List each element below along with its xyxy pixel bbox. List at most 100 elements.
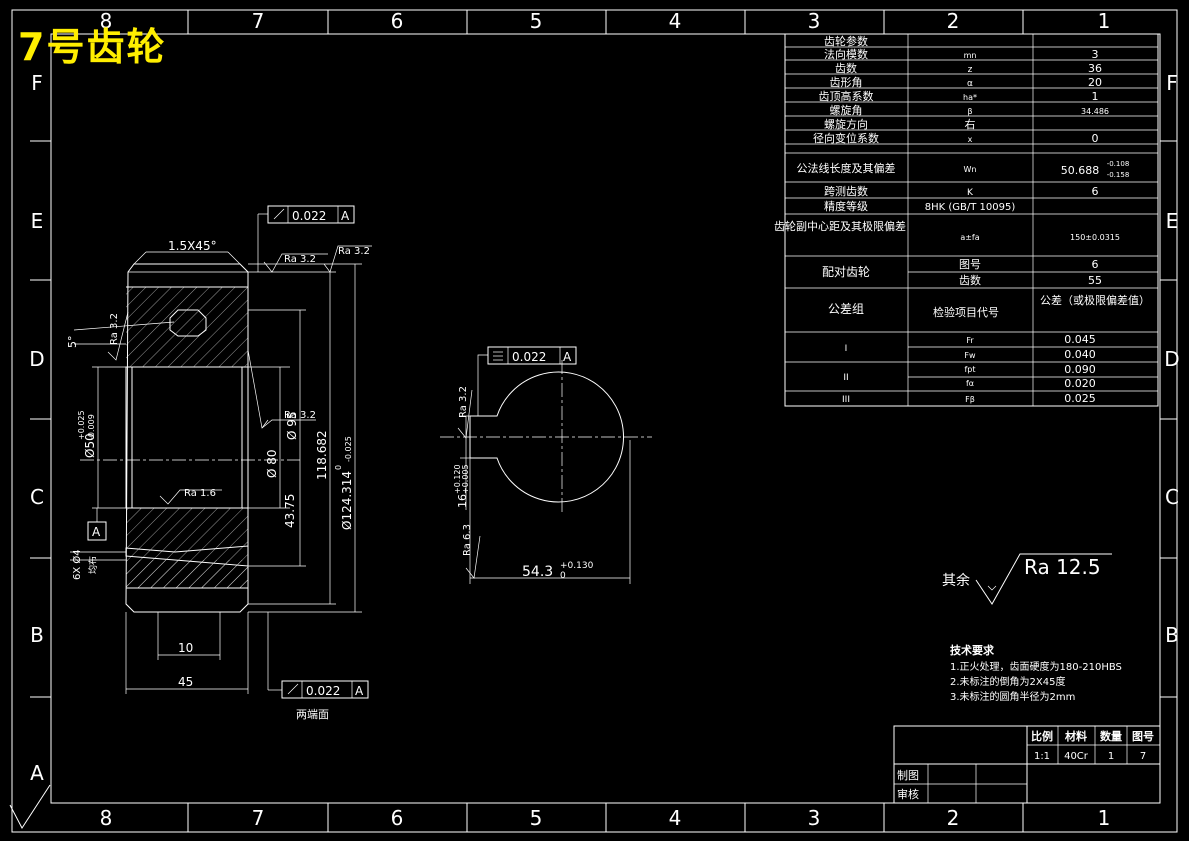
tb-header-drawing-no: 图号 — [1132, 730, 1154, 743]
bottom-datum: A — [355, 684, 364, 698]
top-tolerance-value: 0.022 — [292, 209, 326, 223]
end-dim-keyway-upper: +0.120 — [453, 464, 462, 494]
zone-left-D: D — [29, 347, 44, 371]
zone-left-E: E — [31, 209, 44, 233]
param-value-11: 150±0.0315 — [1070, 233, 1120, 242]
end-datum: A — [563, 350, 572, 364]
surface-rest-ra: Ra 12.5 — [1024, 555, 1101, 579]
dim-bore: Ø50 — [83, 433, 97, 458]
mating-gear-label: 配对齿轮 — [822, 265, 870, 279]
tb-value-material: 40Cr — [1064, 751, 1089, 762]
zone-left-A: A — [30, 761, 44, 785]
tb-value-scale: 1:1 — [1034, 751, 1050, 762]
param-value-8: 50.688 — [1061, 164, 1100, 177]
tolerance-header-group: 公差组 — [828, 302, 864, 316]
ra-left: Ra 3.2 — [109, 313, 120, 345]
tolerance-code-3: fα — [966, 379, 974, 388]
mating-name-1: 齿数 — [959, 274, 981, 287]
drawing-title: 7号齿轮 — [18, 25, 167, 69]
zone-left-C: C — [30, 485, 44, 509]
zone-left-B: B — [30, 623, 44, 647]
end-ra-bottom: Ra 6.3 — [462, 524, 473, 556]
zone-right-F: F — [1166, 71, 1178, 95]
dim-118: 118.682 — [315, 430, 329, 480]
tb-checked: 审核 — [897, 787, 919, 801]
tb-drawn: 制图 — [897, 769, 919, 782]
param-name-7: 径向变位系数 — [813, 131, 879, 145]
zone-top-7: 7 — [252, 9, 265, 33]
param-symbol-7: x — [968, 135, 973, 144]
chamfer-label: 1.5X45° — [168, 239, 217, 253]
surface-rest-label: 其余 — [942, 572, 970, 589]
gear-end-view: 0.022 A Ra 3.2 16 +0.120 +0.005 Ra 6.3 5… — [440, 346, 652, 584]
mating-name-0: 图号 — [959, 258, 981, 271]
param-value-5: 34.486 — [1081, 107, 1109, 116]
mating-value-1: 55 — [1088, 274, 1102, 287]
param-symbol-3: α — [967, 79, 973, 89]
param-symbol-4: ha* — [963, 93, 977, 102]
zone-right-B: B — [1165, 623, 1179, 647]
zone-bottom-1: 1 — [1098, 806, 1111, 830]
bottom-caption: 两端面 — [296, 708, 329, 721]
param-name-4: 齿顶高系数 — [819, 89, 874, 103]
zone-top-5: 5 — [530, 9, 543, 33]
tolerance-value-2: 0.090 — [1064, 363, 1096, 376]
tolerance-group-2: II — [843, 373, 848, 383]
end-dim-keyway: 16 — [456, 494, 469, 508]
param-name-3: 齿形角 — [830, 76, 863, 89]
tb-value-drawing-no: 7 — [1140, 751, 1146, 762]
param-symbol-11: a±fa — [960, 233, 979, 242]
drawing-frame — [9, 9, 1178, 833]
dim-45: 45 — [178, 675, 193, 689]
tolerance-header-value: 公差（或极限偏差值） — [1040, 293, 1150, 307]
param-symbol-8: Wn — [964, 165, 977, 174]
param-value-8-lower: -0.158 — [1107, 171, 1130, 179]
param-value-6: 右 — [965, 117, 976, 131]
param-name-5: 螺旋角 — [830, 103, 863, 117]
dim-outer-tol-lower: -0.025 — [344, 436, 353, 462]
zone-bottom-2: 2 — [947, 806, 960, 830]
end-tolerance-value: 0.022 — [512, 350, 546, 364]
dim-bore-tol-upper: +0.025 — [77, 410, 86, 440]
tb-header-qty: 数量 — [1100, 729, 1122, 743]
zone-top-8: 8 — [100, 9, 113, 33]
tb-header-scale: 比例 — [1031, 729, 1053, 743]
angle-left: 5° — [66, 336, 79, 349]
param-name-2: 齿数 — [835, 62, 857, 75]
end-dim-depth-upper: +0.130 — [560, 561, 594, 571]
ra-top-1: Ra 3.2 — [284, 254, 316, 265]
zone-bottom-5: 5 — [530, 806, 543, 830]
param-name-6: 螺旋方向 — [824, 117, 868, 131]
param-symbol-2: z — [968, 65, 973, 75]
tolerance-group-4: III — [842, 395, 850, 405]
param-symbol-9: K — [967, 188, 974, 198]
dim-bottom-left-2: 均布 — [87, 556, 99, 574]
tb-value-qty: 1 — [1108, 751, 1114, 762]
zone-bottom-7: 7 — [252, 806, 265, 830]
zone-top-2: 2 — [947, 9, 960, 33]
dim-outer: Ø124.314 — [340, 471, 354, 530]
tech-heading: 技术要求 — [950, 643, 995, 657]
ra-top-2: Ra 3.2 — [338, 246, 370, 257]
dim-10: 10 — [178, 641, 193, 655]
dim-hub: Ø 80 — [265, 449, 279, 478]
zone-top-4: 4 — [669, 9, 682, 33]
zone-top-1: 1 — [1098, 9, 1111, 33]
param-name-9: 跨测齿数 — [824, 185, 868, 198]
bottom-tolerance-value: 0.022 — [306, 684, 340, 698]
surface-roughness-rest: 其余 Ra 12.5 — [942, 553, 1112, 605]
tolerance-value-4: 0.025 — [1064, 392, 1096, 405]
dim-95: Ø 95 — [285, 411, 299, 440]
param-value-2: 36 — [1088, 62, 1102, 75]
zone-bottom-6: 6 — [391, 806, 404, 830]
datum-a-box: A — [92, 525, 101, 539]
param-name-8: 公法线长度及其偏差 — [797, 161, 896, 175]
ra-bottom: Ra 1.6 — [184, 488, 216, 499]
tolerance-value-0: 0.045 — [1064, 333, 1096, 346]
mating-value-0: 6 — [1092, 258, 1099, 271]
zone-top-6: 6 — [391, 9, 404, 33]
param-value-4: 1 — [1092, 90, 1099, 103]
end-ra-top: Ra 3.2 — [458, 386, 469, 418]
zone-bottom-3: 3 — [808, 806, 821, 830]
